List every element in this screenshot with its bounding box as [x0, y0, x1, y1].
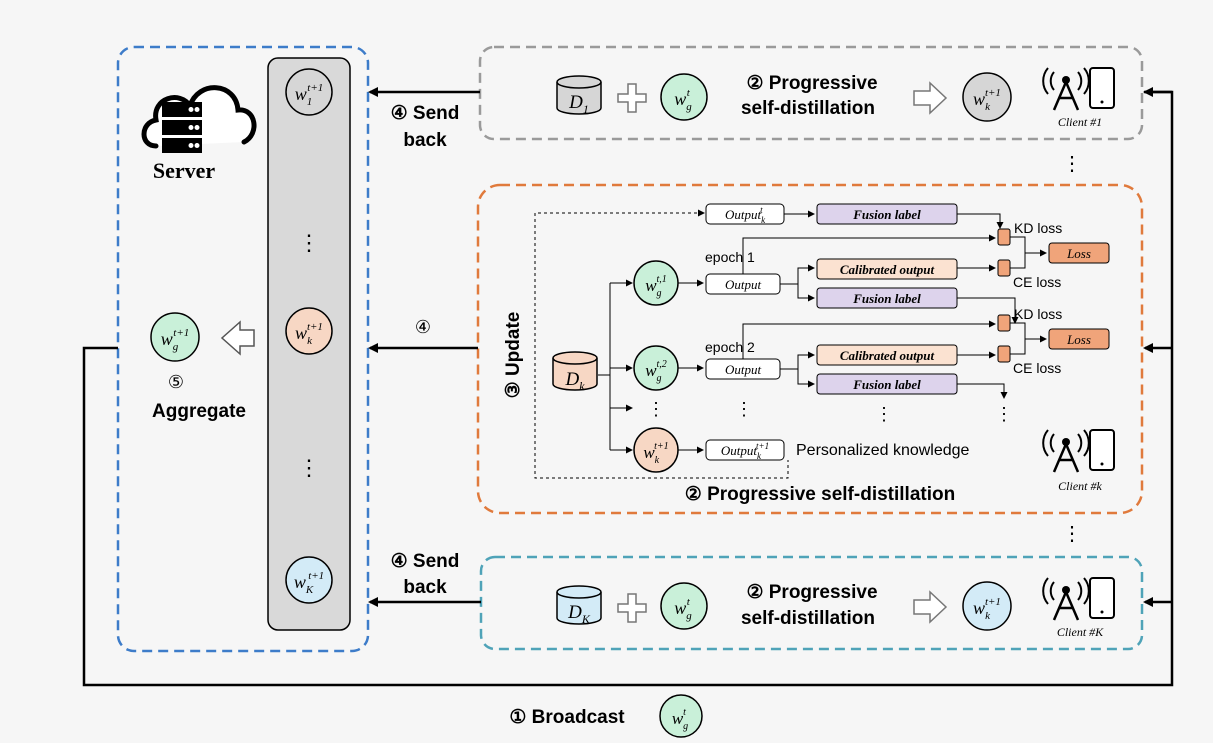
client-1-label: Client #1 — [1058, 115, 1102, 129]
server-weight-K: wKt+1 — [285, 556, 333, 604]
output-text-2: Output — [725, 362, 762, 377]
output-final-text: Outputkt+1 — [721, 441, 769, 461]
client-1-panel: D1 wgt ② Progressive self-distillation w… — [478, 45, 1144, 141]
antenna-phone-icon — [1042, 67, 1115, 111]
dataset-1-icon: D1 — [556, 75, 602, 116]
vdots: ⋮ — [298, 230, 320, 255]
personalized-knowledge-label: Personalized knowledge — [796, 442, 970, 459]
kd-loss-box-1 — [997, 228, 1011, 246]
vdots: ⋮ — [647, 399, 665, 419]
broadcast-label: ① Broadcast — [509, 707, 625, 728]
aggregate-label: Aggregate — [152, 401, 246, 422]
vdots: ⋮ — [995, 404, 1013, 424]
ce-loss-box-2 — [997, 345, 1011, 363]
vdots: ⋮ — [875, 404, 893, 424]
server-weight-1: w1t+1 — [285, 68, 333, 116]
antenna-phone-icon — [1042, 429, 1115, 473]
svg-text:wkt+1: wkt+1 — [973, 87, 1001, 113]
arrow-right-icon — [913, 590, 948, 624]
ce-loss-box-1 — [997, 259, 1011, 277]
calibrated-output-text-2: Calibrated output — [840, 348, 935, 363]
plus-icon — [617, 593, 647, 623]
weight-epoch-1: wgt,1 — [633, 260, 679, 306]
aggregate-step-number: ⑤ — [168, 372, 184, 392]
client-K-global-weight: wgt — [660, 582, 708, 630]
client-1-output-weight: wkt+1 — [962, 72, 1012, 122]
fusion-label-text-1: Fusion label — [852, 291, 921, 306]
cloud-server-icon — [141, 85, 257, 153]
svg-text:D1: D1 — [568, 92, 589, 116]
output-final-box — [705, 439, 785, 461]
epoch-1-label: epoch 1 — [705, 249, 755, 265]
loss-box-2 — [1048, 328, 1110, 350]
svg-text:wkt+1: wkt+1 — [643, 441, 668, 466]
plus-icon — [617, 83, 647, 113]
epoch-2-label: epoch 2 — [705, 339, 755, 355]
loss-text-2: Loss — [1066, 332, 1091, 347]
client-K-panel: DK wgt ② Progressive self-distillation w… — [479, 555, 1144, 651]
client-K-step-line2: self-distillation — [741, 608, 875, 629]
weight-epoch-2: wgt,2 — [633, 345, 679, 391]
svg-text:wkt+1: wkt+1 — [973, 596, 1001, 622]
ce-loss-label-2: CE loss — [1013, 360, 1061, 376]
arrow-right-icon — [913, 81, 948, 115]
calibrated-output-text-1: Calibrated output — [840, 262, 935, 277]
client-1-global-weight: wgt — [660, 73, 708, 121]
client-K-step-line1: ② Progressive — [746, 582, 877, 603]
client-1-step-line1: ② Progressive — [746, 73, 877, 94]
client-1-step-line2: self-distillation — [741, 98, 875, 119]
client-k-label: Client #k — [1058, 479, 1102, 493]
send-back-K-line2: back — [403, 577, 447, 598]
svg-text:wgt: wgt — [672, 707, 688, 732]
server-weight-k: wkt+1 — [285, 307, 333, 355]
kd-loss-box-2 — [997, 314, 1011, 332]
client-K-label: Client #K — [1057, 625, 1104, 639]
svg-text:wgt: wgt — [674, 87, 692, 113]
svg-text:wKt+1: wKt+1 — [294, 570, 324, 596]
dataset-k-icon: Dk — [552, 351, 598, 393]
update-label: ③ Update — [503, 312, 524, 399]
vdots: ⋮ — [735, 399, 753, 419]
svg-text:w1t+1: w1t+1 — [295, 82, 324, 108]
dataset-K-icon: DK — [556, 585, 602, 626]
weight-final: wkt+1 — [633, 427, 679, 473]
svg-text:DK: DK — [567, 602, 591, 626]
update-path — [534, 212, 789, 479]
svg-text:wkt+1: wkt+1 — [295, 321, 323, 347]
calibrated-output-box-1 — [816, 258, 958, 280]
kd-loss-label-2: KD loss — [1014, 306, 1062, 322]
ce-loss-label-1: CE loss — [1013, 274, 1061, 290]
fusion-label-text-2: Fusion label — [852, 377, 921, 392]
send-back-1-line1: ④ Send — [391, 103, 460, 124]
vdots: ⋮ — [1062, 153, 1082, 175]
vdots: ⋮ — [298, 455, 320, 480]
svg-text:wgt+1: wgt+1 — [161, 327, 190, 353]
antenna-phone-icon — [1042, 577, 1115, 621]
broadcast-global-weight: wgt — [659, 694, 703, 738]
client-k-title: ② Progressive self-distillation — [685, 484, 955, 505]
svg-text:Dk: Dk — [564, 369, 585, 393]
client-K-output-weight: wkt+1 — [962, 581, 1012, 631]
send-back-k-label: ④ — [415, 317, 431, 337]
server-title: Server — [153, 158, 216, 183]
kd-loss-label-1: KD loss — [1014, 220, 1062, 236]
server-global-weight: wgt+1 — [150, 312, 200, 362]
send-back-K-line1: ④ Send — [391, 551, 460, 572]
client-k-panel: ③ Update Outputkt Fusion label Dk epoch … — [476, 183, 1144, 515]
fusion-label-text: Fusion label — [852, 207, 921, 222]
loss-text-1: Loss — [1066, 246, 1091, 261]
output-text-1: Output — [725, 277, 762, 292]
vdots: ⋮ — [1062, 523, 1082, 545]
loss-box-1 — [1048, 242, 1110, 264]
svg-text:wgt,2: wgt,2 — [645, 359, 667, 384]
svg-text:wgt: wgt — [674, 596, 692, 622]
send-back-1-line2: back — [403, 130, 447, 151]
output-t-label: Outputkt — [725, 205, 766, 225]
aggregate-arrow-icon — [220, 320, 255, 356]
server-panel: Server w1t+1 ⋮ wkt+1 ⋮ wKt+1 wgt+1 ⑤ Agg… — [116, 45, 370, 653]
svg-text:wgt,1: wgt,1 — [645, 274, 667, 299]
